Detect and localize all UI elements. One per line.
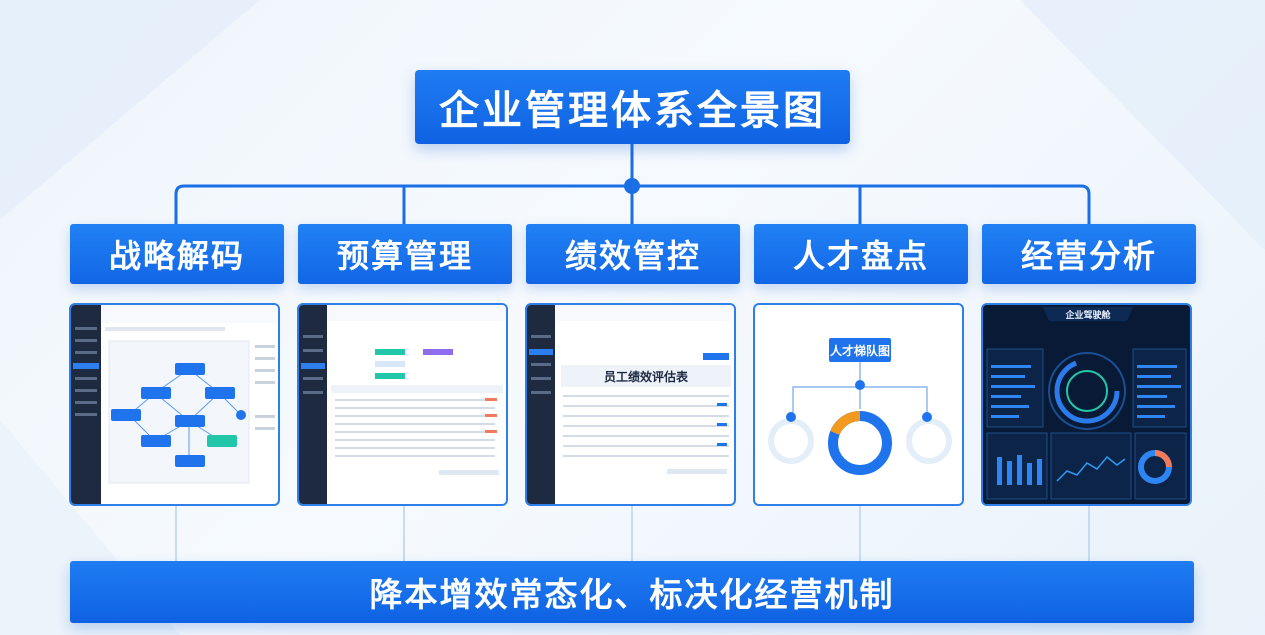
dashboard-app-mockup: 企业驾驶舱 [983,305,1190,504]
card-performance-screenshot: 员工绩效评估表 [525,303,736,506]
budget-app-mockup [299,305,506,504]
dashboard-title: 企业驾驶舱 [1064,309,1111,321]
performance-app-mockup: 员工绩效评估表 [527,305,734,504]
talent-map-title: 人才梯队图 [830,343,890,358]
talent-app-mockup: 人才梯队图 [768,338,952,475]
diagram-title: 企业管理体系全景图 [415,70,850,144]
category-talent-review: 人才盘点 [754,224,968,284]
performance-form-title: 员工绩效评估表 [604,369,689,384]
category-strategy-decoding: 战略解码 [70,224,284,284]
category-business-analysis: 经营分析 [982,224,1196,284]
card-strategy-screenshot [69,303,280,506]
card-budget-screenshot [297,303,508,506]
card-dashboard-screenshot: 企业驾驶舱 [981,303,1192,506]
category-performance-control: 绩效管控 [526,224,740,284]
card-talent-screenshot: 人才梯队图 [753,303,964,506]
strategy-app-mockup [71,305,278,504]
category-budget-management: 预算管理 [298,224,512,284]
footer-banner: 降本增效常态化、标决化经营机制 [70,561,1194,623]
